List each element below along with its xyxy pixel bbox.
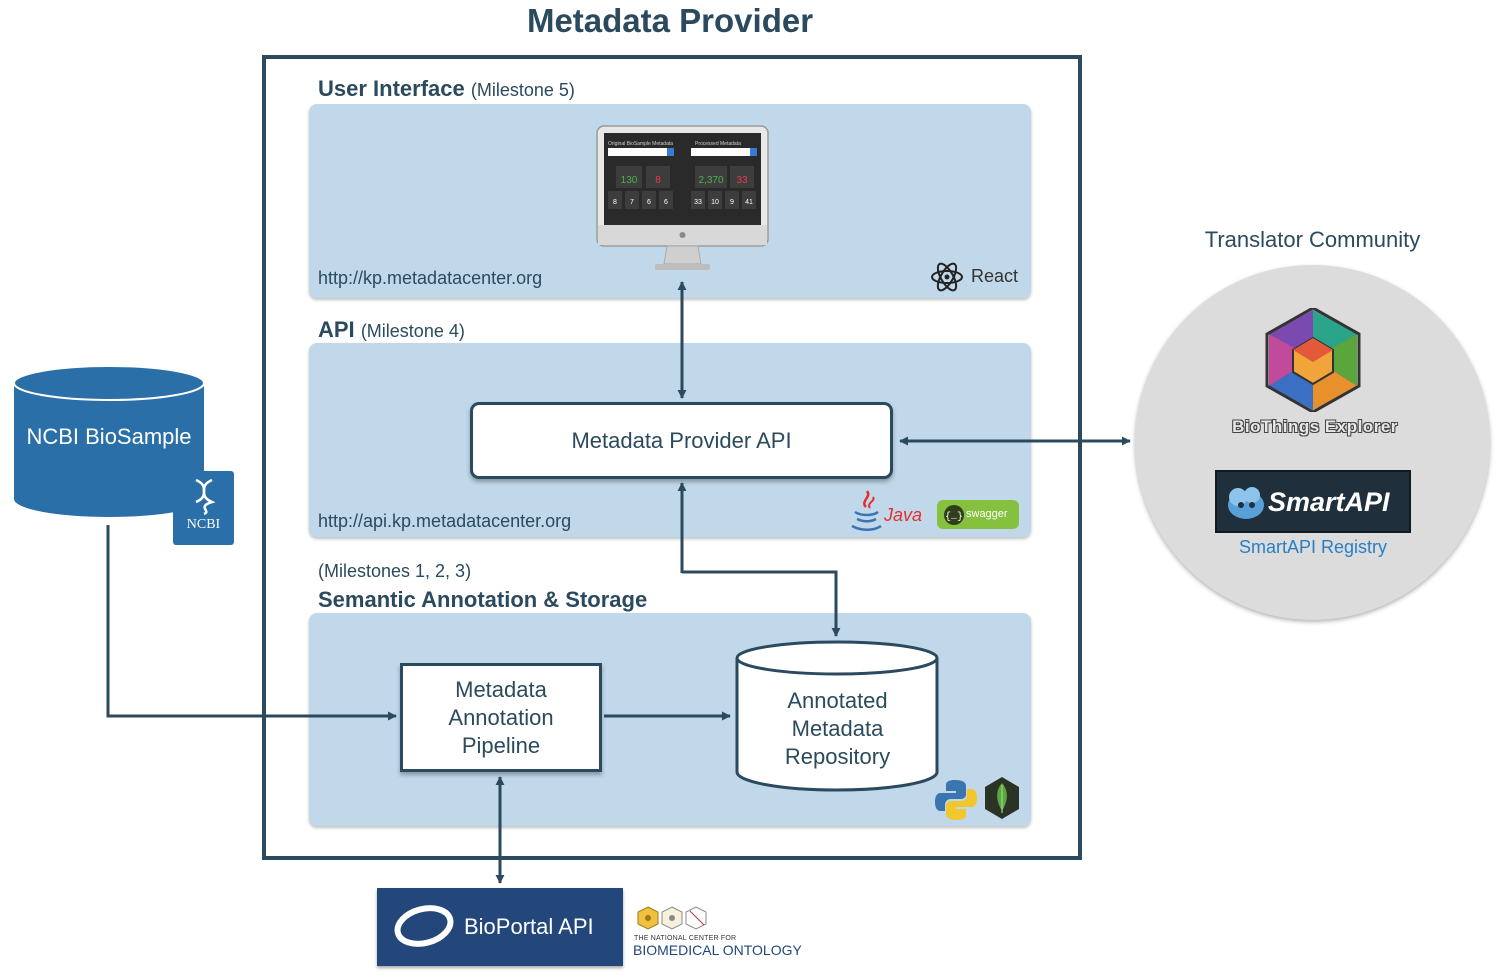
repository-label: Annotated Metadata Repository xyxy=(784,688,891,769)
semantic-section-heading: Semantic Annotation & Storage xyxy=(318,587,648,612)
svg-text:{…}: {…} xyxy=(945,511,963,523)
biothings-explorer-label: BioThings Explorer xyxy=(1232,417,1398,436)
metadata-provider-api-box: Metadata Provider API xyxy=(470,402,893,479)
api-section-heading: API (Milestone 4) xyxy=(318,317,465,343)
repository-arrow xyxy=(682,570,841,637)
screen-right-props: 33 xyxy=(736,175,748,186)
java-label: Java xyxy=(884,505,923,525)
mongodb-icon xyxy=(985,777,1019,819)
api-url: http://api.kp.metadatacenter.org xyxy=(318,511,572,531)
screen-left-row-3: 6 xyxy=(664,199,668,206)
annotation-pipeline-box: Metadata Annotation Pipeline xyxy=(400,663,602,772)
screen-right-title: Processed Metadata xyxy=(695,141,741,147)
screen-right-row-1: 10 xyxy=(711,199,719,206)
screen-right-samples: 2,370 xyxy=(698,175,723,186)
screen-right-row-2: 9 xyxy=(730,199,734,206)
smartapi-cloud-icon xyxy=(1228,487,1264,519)
bioportal-logo-icon xyxy=(394,905,454,947)
metadata-provider-box xyxy=(262,55,1082,860)
python-icon xyxy=(935,780,977,820)
biothings-logo-icon xyxy=(1265,308,1361,412)
swagger-icon: {…} xyxy=(944,505,964,525)
ncbo-tagline: THE NATIONAL CENTER FOR xyxy=(634,935,737,942)
semantic-milestones: (Milestones 1, 2, 3) xyxy=(318,561,472,581)
ui-url: http://kp.metadatacenter.org xyxy=(318,268,543,288)
screen-left-title: Original BioSample Metadata xyxy=(608,141,673,147)
ncbi-cylinder xyxy=(13,365,205,517)
pipeline-label: Metadata Annotation Pipeline xyxy=(448,676,554,758)
screen-left-row-0: 8 xyxy=(613,199,617,206)
monitor-icon: Original BioSample Metadata Processed Me… xyxy=(596,125,769,270)
api-heading-text: API xyxy=(318,317,355,342)
screen-left-props: 8 xyxy=(655,175,661,186)
ui-section-heading: User Interface (Milestone 5) xyxy=(318,76,575,102)
screen-right-row-0: 33 xyxy=(694,199,702,206)
ui-heading-text: User Interface xyxy=(318,76,465,101)
react-label: React xyxy=(971,266,1019,286)
translator-community-title: Translator Community xyxy=(1204,227,1421,252)
react-icon xyxy=(931,262,963,292)
ncbi-badge-label: NCBI xyxy=(186,517,221,532)
java-icon xyxy=(851,490,882,531)
screen-right-row-3: 41 xyxy=(745,199,753,206)
smartapi-logo-text: SmartAPI xyxy=(1268,487,1390,517)
ncbo-name: BIOMEDICAL ONTOLOGY xyxy=(633,942,802,958)
ncbo-logo-icon xyxy=(637,906,707,930)
api-milestone: (Milestone 4) xyxy=(360,321,465,341)
ncbi-biosample-label: NCBI BioSample xyxy=(26,424,192,449)
screen-left-samples: 130 xyxy=(621,175,638,186)
bioportal-api-box xyxy=(377,888,623,966)
swagger-label: swagger xyxy=(966,508,1008,520)
smartapi-registry-link[interactable]: SmartAPI Registry xyxy=(1238,537,1388,557)
api-box-label: Metadata Provider API xyxy=(571,427,792,453)
ncbi-helix-icon xyxy=(195,478,216,515)
ui-milestone: (Milestone 5) xyxy=(470,80,575,100)
diagram-title: Metadata Provider xyxy=(526,2,814,39)
bioportal-api-label: BioPortal API xyxy=(464,914,594,939)
ncbi-pipeline-arrow xyxy=(106,525,397,721)
screen-left-row-1: 7 xyxy=(630,199,634,206)
screen-left-row-2: 6 xyxy=(647,199,651,206)
repository-cylinder xyxy=(735,640,939,792)
